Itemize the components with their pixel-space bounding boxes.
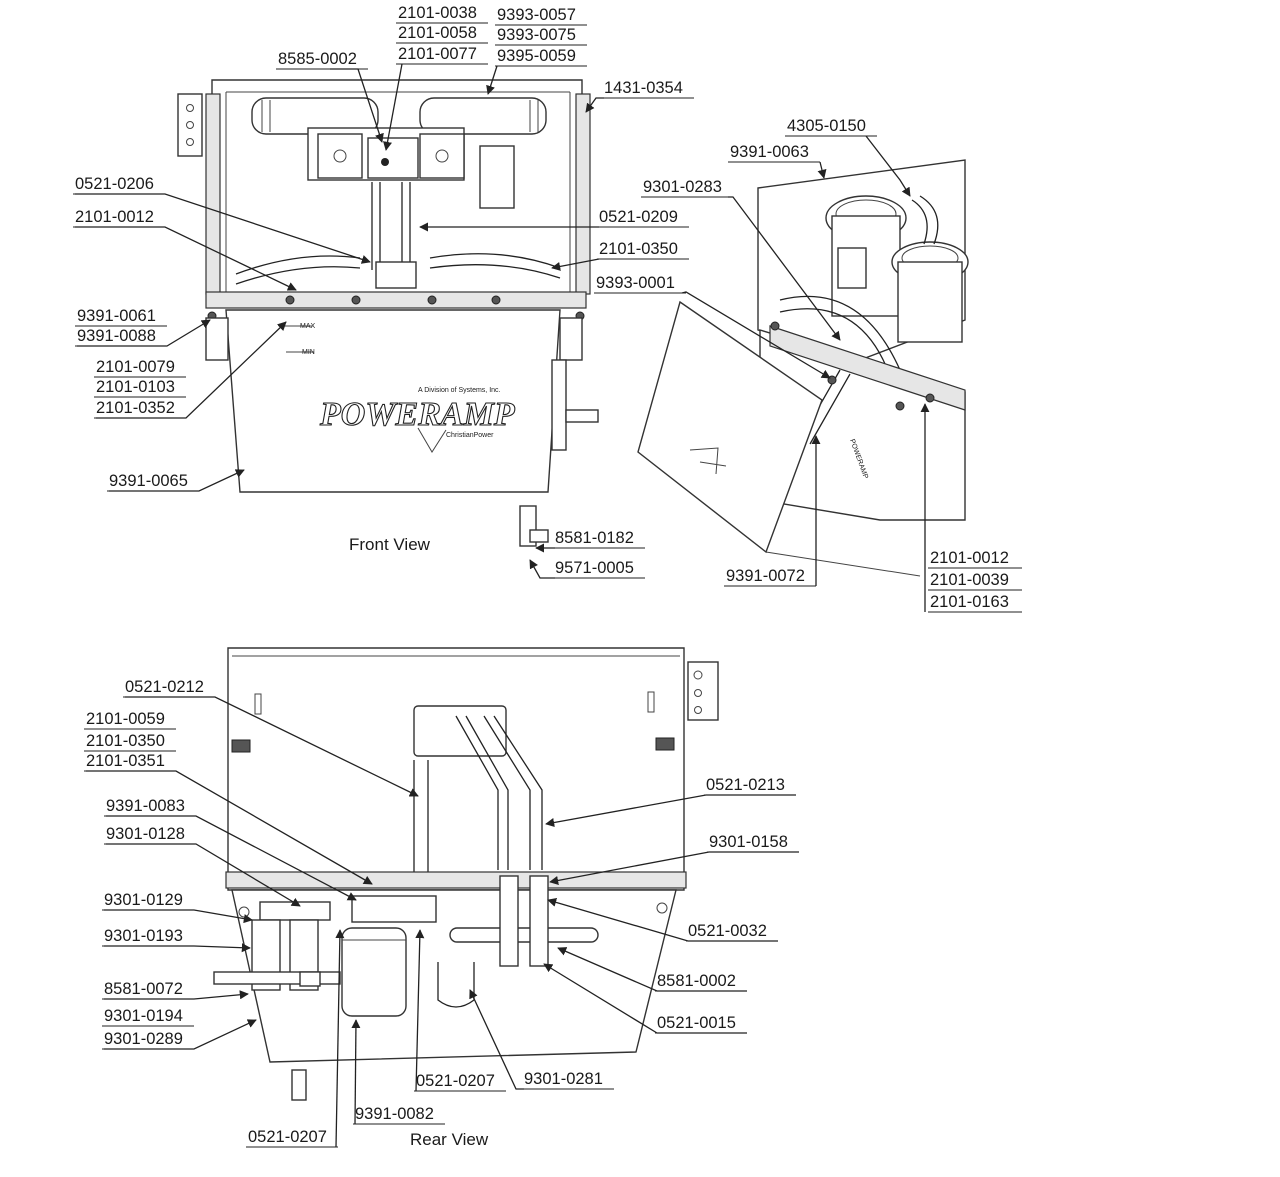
part-label-9391-0083: 9391-0083	[106, 797, 185, 815]
part-label-0521-0015: 0521-0015	[657, 1014, 736, 1032]
leader-line	[865, 135, 911, 197]
part-label-2101-0351: 2101-0351	[86, 752, 165, 770]
logo-small-top: A Division of Systems, Inc.	[418, 387, 501, 394]
part-label-9301-0194: 9301-0194	[104, 1007, 183, 1025]
part-label-2101-0350a: 2101-0350	[599, 240, 678, 258]
front-view-unit: MAX MIN	[177, 79, 599, 547]
front-view-title: Front View	[349, 535, 431, 554]
part-label-2101-0163: 2101-0163	[930, 593, 1009, 611]
part-label-9301-0283: 9301-0283	[643, 178, 722, 196]
part-label-0521-0207a: 0521-0207	[248, 1128, 327, 1146]
part-label-2101-0058: 2101-0058	[398, 24, 477, 42]
part-label-0521-0212: 0521-0212	[125, 678, 204, 696]
rear-view-unit	[213, 647, 719, 1101]
leader-line	[551, 258, 600, 271]
leader-line	[529, 559, 555, 579]
part-label-9393-0075: 9393-0075	[497, 26, 576, 44]
part-label-8581-0002: 8581-0002	[657, 972, 736, 990]
part-label-9391-0063: 9391-0063	[730, 143, 809, 161]
part-label-9393-0057: 9393-0057	[497, 6, 576, 24]
part-label-0521-0207b: 0521-0207	[416, 1072, 495, 1090]
part-label-4305-0150: 4305-0150	[787, 117, 866, 135]
leader-line	[585, 97, 604, 113]
leader-line	[351, 1019, 361, 1125]
part-label-2101-0059: 2101-0059	[86, 710, 165, 728]
part-label-2101-0012b: 2101-0012	[930, 549, 1009, 567]
part-label-2101-0039: 2101-0039	[930, 571, 1009, 589]
logo-small-bottom: ChristianPower	[446, 432, 494, 439]
part-label-9301-0281: 9301-0281	[524, 1070, 603, 1088]
part-label-2101-0352: 2101-0352	[96, 399, 175, 417]
part-label-8585-0002: 8585-0002	[278, 50, 357, 68]
leader-line	[486, 65, 498, 95]
part-label-9391-0061: 9391-0061	[77, 307, 156, 325]
callout-labels: 2101-0038 2101-0058 2101-0077 9393-0057 9393…	[73, 4, 1022, 1148]
leader-line	[415, 929, 425, 1092]
poweramp-logo: A Division of Systems, Inc. POWERAMP Chr…	[318, 387, 515, 453]
part-label-2101-0012a: 2101-0012	[75, 208, 154, 226]
rear-view-title: Rear View	[410, 1130, 489, 1149]
leader-line	[817, 161, 827, 179]
part-label-9571-0005: 9571-0005	[555, 559, 634, 577]
part-label-9301-0129: 9301-0129	[104, 891, 183, 909]
part-label-2101-0038: 2101-0038	[398, 4, 477, 22]
isometric-view-unit: POWERAMP	[637, 159, 969, 577]
part-label-9391-0065: 9391-0065	[109, 472, 188, 490]
part-label-9395-0059: 9395-0059	[497, 47, 576, 65]
part-label-0521-0209: 0521-0209	[599, 208, 678, 226]
part-label-9393-0001: 9393-0001	[596, 274, 675, 292]
part-label-8581-0182: 8581-0182	[555, 529, 634, 547]
part-label-8581-0072: 8581-0072	[104, 980, 183, 998]
leader-line	[383, 63, 403, 151]
svg-text:MIN: MIN	[302, 349, 315, 356]
part-label-0521-0032: 0521-0032	[688, 922, 767, 940]
part-label-2101-0350b: 2101-0350	[86, 732, 165, 750]
part-label-9391-0088: 9391-0088	[77, 327, 156, 345]
part-label-9301-0193: 9301-0193	[104, 927, 183, 945]
part-label-9301-0128: 9301-0128	[106, 825, 185, 843]
part-label-2101-0103: 2101-0103	[96, 378, 175, 396]
part-label-0521-0206: 0521-0206	[75, 175, 154, 193]
part-label-9301-0289: 9301-0289	[104, 1030, 183, 1048]
logo-text: POWERAMP	[319, 396, 515, 433]
part-label-1431-0354: 1431-0354	[604, 79, 683, 97]
part-label-9391-0082: 9391-0082	[355, 1105, 434, 1123]
leader-line	[335, 929, 345, 1148]
part-label-0521-0213: 0521-0213	[706, 776, 785, 794]
leader-line	[469, 989, 524, 1090]
part-label-2101-0079: 2101-0079	[96, 358, 175, 376]
part-label-2101-0077: 2101-0077	[398, 45, 477, 63]
part-label-9301-0158: 9301-0158	[709, 833, 788, 851]
svg-text:MAX: MAX	[300, 323, 316, 330]
part-label-9391-0072: 9391-0072	[726, 567, 805, 585]
leader-line	[104, 909, 253, 924]
